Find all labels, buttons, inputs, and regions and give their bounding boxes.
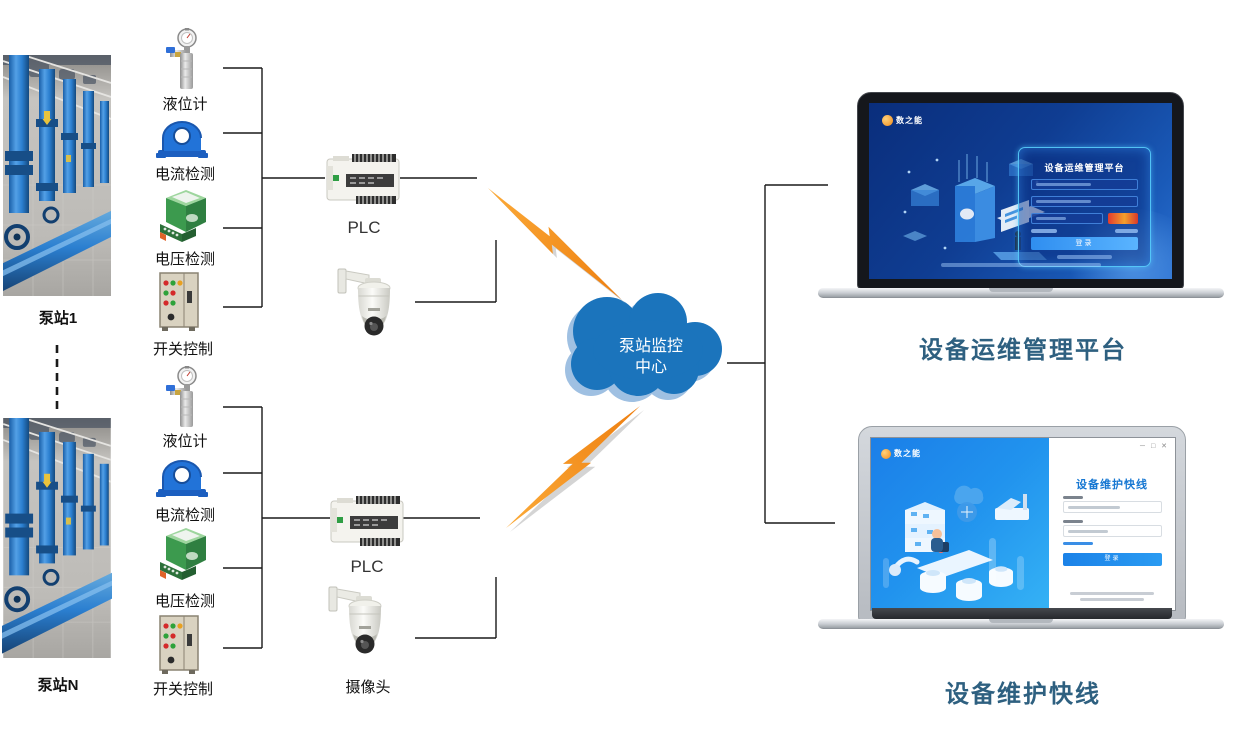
camera-icon-1 (337, 268, 391, 336)
lightning-icon-2 (506, 406, 644, 532)
pump-station-photo-1 (3, 55, 111, 296)
plc-label-2: PLC (350, 557, 384, 576)
maintenance-footer-line2 (1080, 598, 1144, 601)
username-field (1031, 179, 1138, 190)
ops-illustration (903, 154, 1047, 260)
maintenance-footer-line1 (1070, 592, 1154, 595)
pump-station-n-label: 泵站N (37, 677, 79, 694)
cloud-icon (565, 293, 722, 402)
voltage-sensor-label-2: 电压检测 (154, 593, 215, 610)
current-sensor-label-1: 电流检测 (154, 166, 215, 183)
cloud-label: 泵站监控 中心 (618, 338, 683, 376)
switch-cabinet-label-1: 开关控制 (152, 341, 213, 358)
password-label (1063, 520, 1083, 523)
laptop-1-base (818, 288, 1224, 298)
camera-icon-2 (328, 586, 382, 654)
level-gauge-icon-1 (166, 28, 197, 89)
maintenance-illustration (889, 485, 1029, 601)
forgot-password-link (1115, 229, 1138, 233)
current-sensor-icon-2 (156, 460, 208, 498)
account-label (1063, 496, 1083, 499)
logo-icon (881, 448, 891, 459)
pump-station-1-label: 泵站1 (38, 310, 78, 327)
level-gauge-label-2: 液位计 (162, 433, 208, 450)
plc-icon-2 (330, 495, 404, 547)
level-gauge-label-1: 液位计 (162, 96, 208, 113)
ops-platform-caption: 设备运维管理平台 (919, 335, 1127, 364)
login-help-text (1057, 255, 1112, 259)
window-controls: ─ □ ✕ (1140, 443, 1169, 450)
maintenance-logo: 数之能 (881, 448, 921, 459)
laptop-2-base (818, 619, 1224, 629)
account-input (1063, 501, 1162, 513)
plc-label-1: PLC (347, 218, 381, 237)
current-sensor-icon-1 (156, 121, 208, 158)
switch-cabinet-label-2: 开关控制 (152, 681, 213, 698)
captcha-field (1031, 213, 1103, 224)
password-field (1031, 196, 1138, 207)
switch-cabinet-icon-1 (159, 272, 199, 331)
maintenance-screen: 数之能 (870, 437, 1176, 611)
maintenance-caption: 设备维护快线 (945, 679, 1101, 708)
pump-station-photo-n (2, 418, 112, 658)
maintenance-login-button: 登录 (1063, 553, 1162, 566)
remember-password-text (1031, 229, 1057, 233)
ops-logo: 数之能 (882, 115, 923, 126)
ops-footer-text (940, 263, 1101, 267)
voltage-sensor-icon-2 (160, 528, 206, 580)
current-sensor-label-2: 电流检测 (154, 507, 215, 524)
password-input (1063, 525, 1162, 537)
logo-icon (882, 115, 893, 126)
ops-login-title: 设备运维管理平台 (1044, 163, 1125, 173)
voltage-sensor-label-1: 电压检测 (154, 251, 215, 268)
ops-login-card: 设备运维管理平台 登录 (1018, 147, 1151, 267)
captcha-image (1108, 213, 1138, 224)
logo-text: 数之能 (896, 116, 923, 125)
lightning-icon-1 (488, 188, 626, 304)
logo-text: 数之能 (894, 449, 921, 458)
plc-icon-1 (326, 154, 400, 204)
switch-cabinet-icon-2 (159, 615, 199, 675)
laptop-2-hinge (872, 608, 1172, 619)
ops-platform-screen: 数之能 (869, 103, 1172, 279)
voltage-sensor-icon-1 (160, 190, 206, 242)
level-gauge-icon-2 (165, 366, 197, 428)
camera-label-2: 摄像头 (345, 679, 391, 696)
maintenance-login-panel: ─ □ ✕ 设备维护快线 登录 (1049, 438, 1175, 610)
ops-login-button: 登录 (1031, 237, 1138, 250)
maintenance-login-title: 设备维护快线 (1076, 479, 1148, 491)
maintenance-illustration-bg: 数之能 (871, 438, 1049, 610)
remember-me-text (1063, 542, 1093, 545)
